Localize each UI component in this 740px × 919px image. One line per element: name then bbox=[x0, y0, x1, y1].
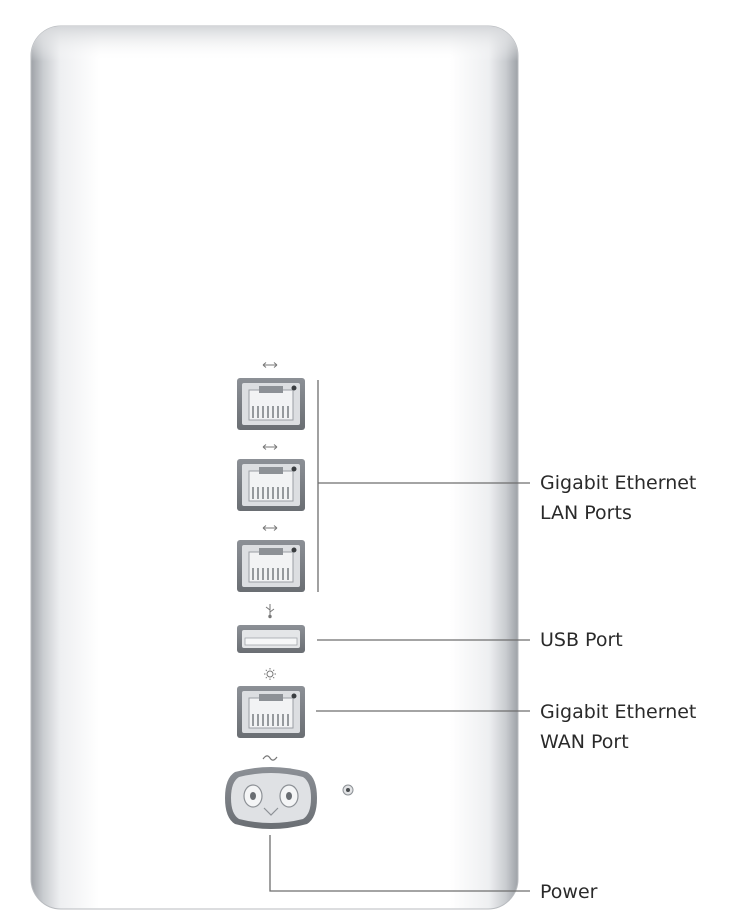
reset-button-icon bbox=[342, 784, 354, 796]
wan-sun-icon bbox=[264, 668, 276, 680]
lan-port-1[interactable] bbox=[237, 362, 305, 431]
callout-label-wan-line1: Gigabit Ethernet bbox=[540, 701, 697, 723]
wan-port[interactable] bbox=[237, 668, 305, 738]
callout-label-usb-port: USB Port bbox=[540, 625, 623, 655]
ethernet-arrows-icon bbox=[262, 525, 278, 531]
callout-label-power: Power bbox=[540, 877, 597, 907]
callout-label-usb-line1: USB Port bbox=[540, 629, 623, 651]
callout-label-power-line1: Power bbox=[540, 881, 598, 903]
usb-port[interactable] bbox=[237, 604, 305, 653]
lan-port-3[interactable] bbox=[237, 525, 305, 593]
callout-label-wan-line2: WAN Port bbox=[540, 731, 629, 753]
power-port[interactable] bbox=[225, 755, 317, 829]
callout-label-lan-line1: Gigabit Ethernet bbox=[540, 472, 697, 494]
ac-tilde-icon bbox=[262, 755, 278, 761]
callout-line-power bbox=[269, 835, 530, 892]
callout-label-lan-ports: Gigabit Ethernet LAN Ports bbox=[540, 468, 696, 528]
lan-port-2[interactable] bbox=[237, 444, 305, 512]
reset-button[interactable] bbox=[342, 784, 354, 796]
usb-trident-icon bbox=[265, 604, 275, 619]
callout-lines bbox=[269, 380, 530, 892]
ethernet-arrows-icon bbox=[262, 444, 278, 450]
callout-label-lan-line2: LAN Ports bbox=[540, 502, 632, 524]
callout-label-wan-port: Gigabit Ethernet WAN Port bbox=[540, 697, 696, 757]
ethernet-arrows-icon bbox=[262, 362, 278, 368]
